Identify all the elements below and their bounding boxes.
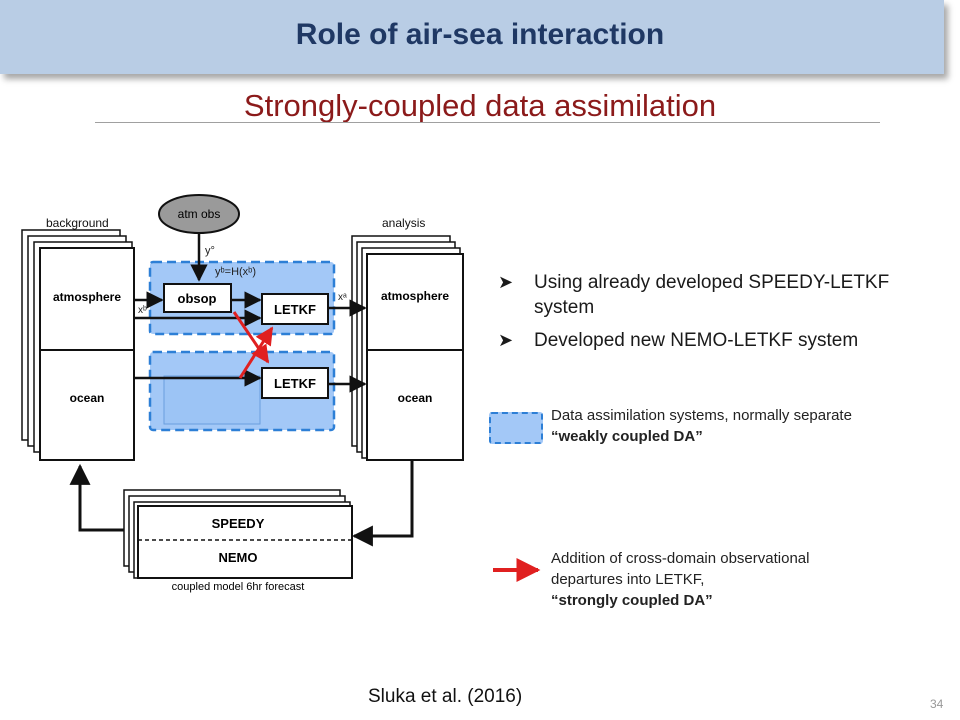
obsop-box — [163, 283, 232, 313]
forecast-label: coupled model 6hr forecast — [172, 581, 305, 593]
forecast-stack — [123, 489, 353, 579]
bullet-text: Developed new NEMO-LETKF system — [534, 330, 859, 351]
obsop-label: obsop — [178, 291, 217, 306]
legend-arrow-text: Addition of cross-domain observational d… — [551, 548, 881, 611]
background-label: background — [46, 216, 109, 230]
xa-label: xᵃ — [338, 292, 347, 303]
letkf-top-label: LETKF — [274, 302, 316, 317]
legend-box-line1: Data assimilation systems, normally sepa… — [551, 407, 852, 424]
y-obs-label: y° — [205, 245, 215, 257]
analysis-label: analysis — [382, 216, 425, 230]
header-bar — [0, 0, 944, 74]
an-atmosphere-label: atmosphere — [381, 289, 449, 303]
letkf-bottom-box — [261, 367, 329, 399]
slide-subtitle: Strongly-coupled data assimilation — [243, 88, 717, 123]
bg-ocean-label: ocean — [70, 391, 105, 405]
analysis-stack — [351, 235, 464, 461]
bullet-arrow-icon: ➤ — [498, 272, 514, 292]
cross-domain-arrow-down — [232, 311, 270, 364]
legend-box-line2: “weakly coupled DA” — [551, 428, 703, 445]
yb-equation-label: yᵇ=H(xᵇ) — [215, 266, 256, 278]
bullet-text: Using already developed SPEEDY-LETKF sys… — [534, 272, 890, 318]
an-ocean-label: ocean — [398, 391, 433, 405]
speedy-label: SPEEDY — [212, 516, 265, 531]
legend-arrow-line1: Addition of cross-domain observational d… — [551, 550, 810, 588]
slide-title: Role of air-sea interaction — [295, 18, 665, 51]
bg-atmosphere-label: atmosphere — [53, 290, 121, 304]
analysis-to-forecast-arrow — [351, 460, 414, 547]
bullet-item: ➤ Developed new NEMO-LETKF system — [498, 328, 938, 353]
legend-box-text: Data assimilation systems, normally sepa… — [551, 405, 881, 447]
atm-obs-label: atm obs — [178, 207, 221, 221]
ocean-da-inner — [163, 375, 261, 425]
citation: Sluka et al. (2016) — [368, 686, 523, 707]
letkf-bottom-label: LETKF — [274, 376, 316, 391]
letkf-top-box — [261, 293, 329, 325]
legend-da-box — [489, 412, 543, 444]
background-stack — [21, 229, 135, 461]
title-divider — [95, 122, 880, 123]
bullet-arrow-icon: ➤ — [498, 330, 514, 350]
forecast-to-background-arrow — [69, 463, 124, 532]
bullet-item: ➤ Using already developed SPEEDY-LETKF s… — [498, 270, 938, 320]
xb-label: xᵇ — [138, 305, 147, 316]
nemo-label: NEMO — [219, 550, 258, 565]
bullet-list: ➤ Using already developed SPEEDY-LETKF s… — [498, 270, 938, 361]
legend-arrow-line2: “strongly coupled DA” — [551, 592, 713, 609]
cross-domain-arrow-up — [238, 326, 274, 379]
page-number: 34 — [930, 697, 944, 711]
